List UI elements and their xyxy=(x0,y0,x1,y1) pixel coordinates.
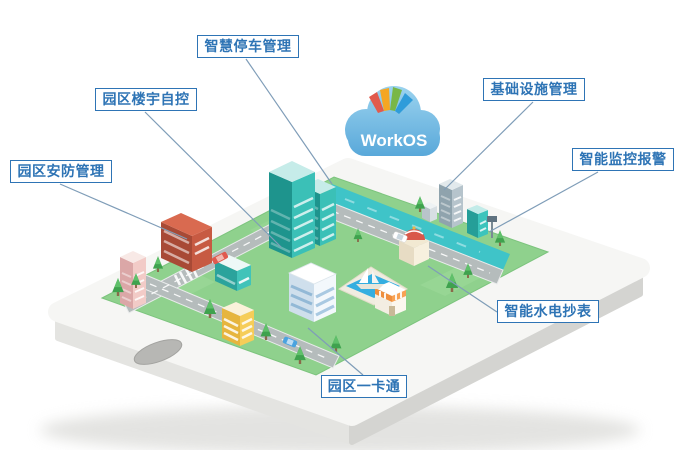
callout-campus-one-card: 园区一卡通 xyxy=(321,375,407,398)
building-yellow-striped xyxy=(222,302,254,346)
connector-building-automation xyxy=(144,111,282,248)
building-red-apartment xyxy=(161,213,212,272)
building-gray-office xyxy=(439,179,463,228)
workos-label: WorkOS xyxy=(361,131,428,150)
car xyxy=(282,336,298,348)
building-back-small xyxy=(422,202,437,222)
building-office xyxy=(288,262,337,322)
building-pink-apartment xyxy=(120,251,146,309)
callout-security-management: 园区安防管理 xyxy=(10,160,112,183)
connector-security xyxy=(59,183,188,240)
connector-lines xyxy=(59,58,599,376)
callout-monitoring-alarm: 智能监控报警 xyxy=(572,148,674,171)
home-button xyxy=(133,339,183,365)
building-storefront xyxy=(375,282,406,316)
workos-logo xyxy=(369,87,413,114)
sailboat xyxy=(356,268,384,289)
callout-utility-metering: 智能水电抄表 xyxy=(497,300,599,323)
callout-smart-parking: 智慧停车管理 xyxy=(197,35,299,58)
connector-infrastructure xyxy=(443,101,534,191)
building-dome xyxy=(399,226,429,266)
building-teal-small xyxy=(467,205,488,238)
cloud: WorkOS xyxy=(345,86,440,156)
cars xyxy=(211,231,408,348)
connector-monitoring xyxy=(488,171,599,233)
connector-one-card xyxy=(307,327,364,376)
car xyxy=(392,231,408,243)
connector-metering xyxy=(427,265,498,313)
callout-building-automation: 园区楼宇自控 xyxy=(95,88,197,111)
campus xyxy=(100,161,550,376)
car xyxy=(211,251,229,265)
callout-infrastructure-management: 基础设施管理 xyxy=(483,78,585,101)
connector-smart-parking xyxy=(245,58,333,185)
building-tall-tower xyxy=(269,161,315,258)
